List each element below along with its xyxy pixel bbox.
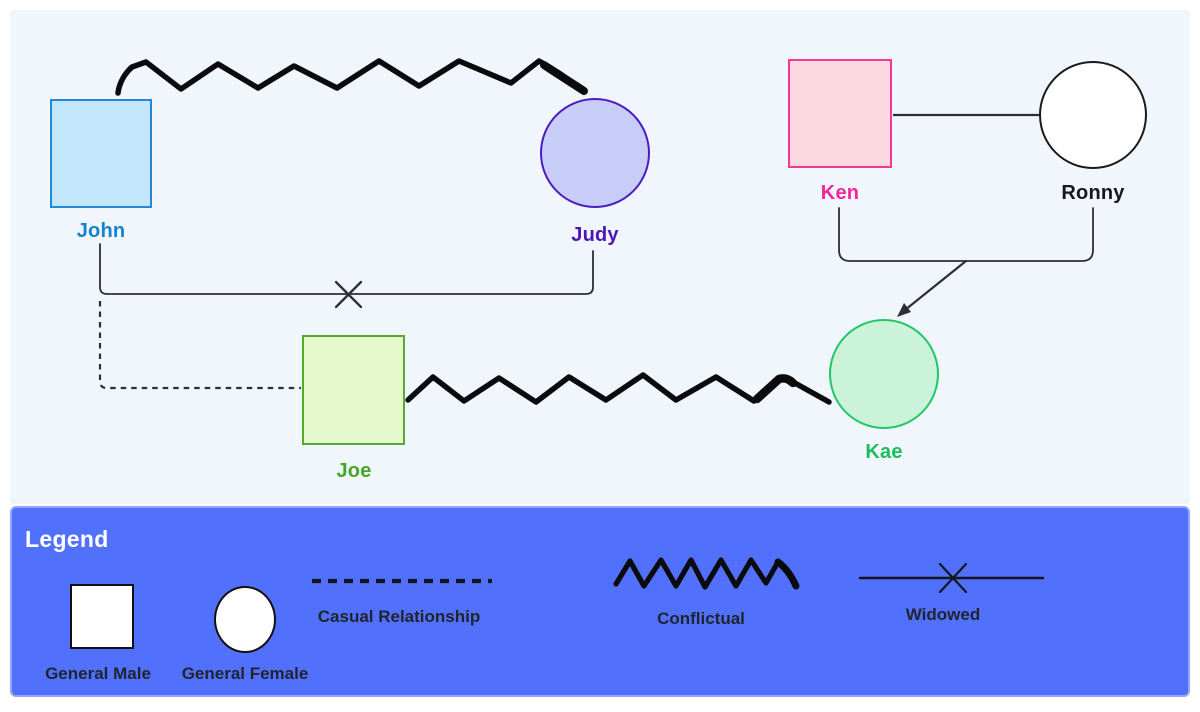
general-male-icon	[70, 584, 134, 649]
node-label-joe: Joe	[336, 460, 372, 482]
legend-label-general-male: General Male	[45, 664, 151, 683]
node-john-square	[50, 99, 152, 208]
legend-label-casual-relationship: Casual Relationship	[317, 607, 481, 626]
node-joe-square	[302, 335, 405, 445]
node-label-ken: Ken	[820, 182, 860, 204]
legend-label-general-female: General Female	[181, 664, 309, 683]
legend-title: Legend	[25, 526, 109, 552]
node-label-judy: Judy	[571, 224, 619, 246]
legend-panel	[10, 506, 1190, 697]
node-ronny-circle	[1039, 61, 1147, 169]
node-kae-circle	[829, 319, 939, 429]
legend-label-widowed: Widowed	[905, 605, 981, 624]
node-label-ronny: Ronny	[1061, 182, 1125, 204]
diagram-panel	[10, 10, 1190, 504]
node-judy-circle	[540, 98, 650, 208]
node-ken-square	[788, 59, 892, 168]
general-female-icon	[214, 586, 276, 653]
legend-label-conflictual: Conflictual	[657, 609, 745, 628]
node-label-kae: Kae	[865, 441, 903, 463]
node-label-john: John	[76, 220, 126, 242]
